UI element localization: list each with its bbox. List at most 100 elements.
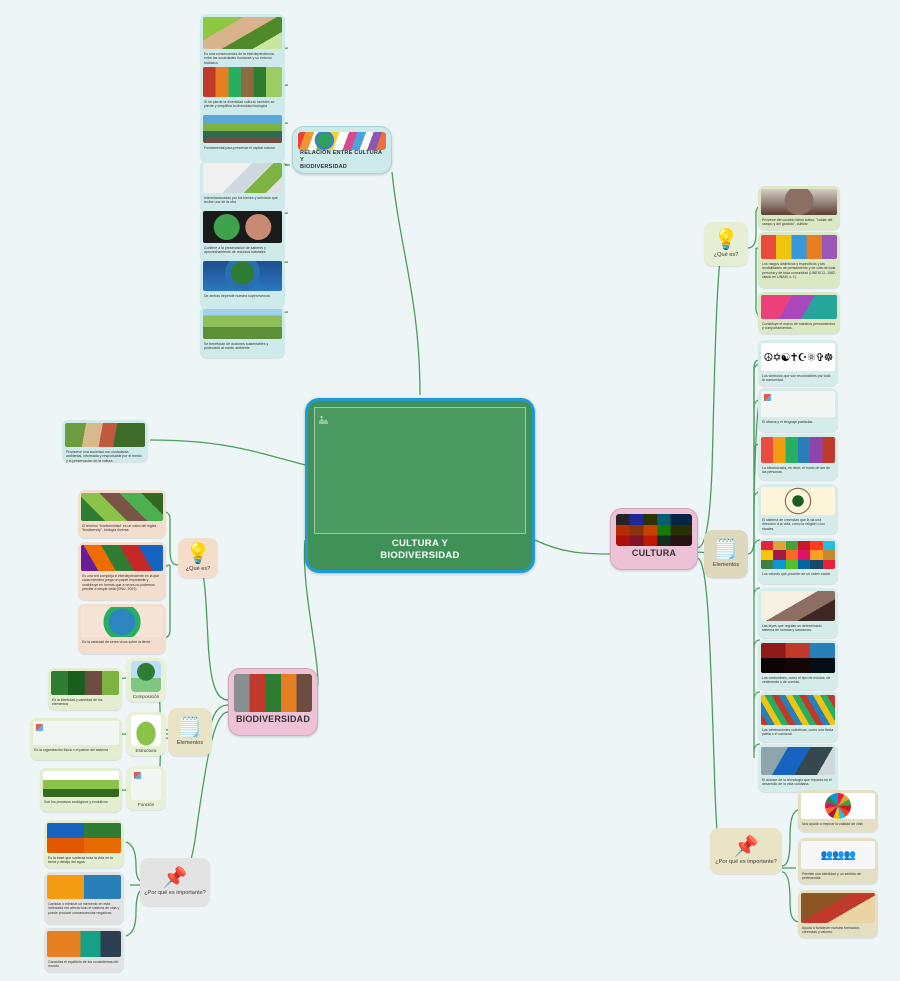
- cul-elementos-card-3[interactable]: La idiosincrasia, es decir, el modo de s…: [758, 434, 838, 480]
- cul-elementos-card-7-text: Las costumbres, como el tipo de música, …: [762, 675, 831, 685]
- cul-elementos-card-4-text: El sistema de creencias que le da una di…: [762, 517, 825, 531]
- bio-elementos-card-1-thumbnail: [51, 671, 119, 695]
- sdg-icons-circle-icon: [801, 793, 875, 819]
- cul-elementos-card-6[interactable]: Las leyes que regulan un determinado sis…: [758, 588, 838, 638]
- branch-cultura-que-es[interactable]: 💡 ¿Qué es?: [704, 222, 748, 266]
- lightbulb-icon: 💡: [185, 543, 211, 565]
- relacion-thumbnail: [298, 132, 386, 150]
- relacion-card-3[interactable]: Fundamental para preservar el capital na…: [200, 112, 285, 162]
- bio-elementos-card-2[interactable]: Es la organización física o el patrón de…: [30, 718, 122, 760]
- ecosystem-icon: [131, 661, 161, 692]
- cul-elementos-card-1[interactable]: ☮✡☯✝☪⚛✞☸ Los símbolos que son reconocibl…: [758, 340, 838, 386]
- bio-importa-card-1-text: Es la base que sustenta toda la vida en …: [48, 855, 113, 865]
- leaf-structure-icon: [131, 715, 161, 746]
- relacion-card-7-text: Se benefician de acciones sustentables y…: [204, 341, 269, 351]
- cultura-thumbnail: [616, 514, 692, 546]
- root-node-cultura-y-biodiversidad[interactable]: CULTURA Y BIODIVERSIDAD: [305, 398, 535, 573]
- root-label: CULTURA Y BIODIVERSIDAD: [380, 538, 460, 561]
- bio-importa-card-3[interactable]: Garantiza el equilibrio de los ecosistem…: [44, 928, 124, 972]
- relacion-left-card[interactable]: Promueve una sociedad con ciudadanía amb…: [62, 420, 148, 463]
- bio-que-es-card-1[interactable]: El término "biodiversidad" es un calco d…: [78, 490, 166, 538]
- cul-que-es-card-3[interactable]: Constituye el marco de nuestros pensamie…: [758, 292, 840, 334]
- cul-elementos-card-7[interactable]: Las costumbres, como el tipo de música, …: [758, 640, 838, 690]
- cul-elementos-card-5[interactable]: Los valores que proveen de un orden soci…: [758, 538, 838, 584]
- bio-tile-funcion[interactable]: Función: [126, 766, 166, 810]
- cul-elementos-card-9[interactable]: El avance de la tecnología que impacta e…: [758, 744, 838, 792]
- branch-biodiversidad-elementos[interactable]: 🗒️ Elementos: [168, 708, 212, 756]
- relacion-card-5[interactable]: Confiere a la preservación de saberes y …: [200, 208, 285, 262]
- bio-importa-card-2-text: Cambiar o eliminar un elemento en esta i…: [48, 901, 120, 915]
- broken-image-icon: [319, 411, 328, 424]
- bio-importa-card-1[interactable]: Es la base que sustenta toda la vida en …: [44, 820, 124, 868]
- cul-elementos-card-8-thumbnail: [761, 695, 835, 725]
- relacion-card-3-thumbnail: [203, 115, 282, 143]
- branch-biodiversidad-elementos-label: Elementos: [176, 740, 204, 746]
- branch-cultura-elementos[interactable]: 🗒️ Elementos: [704, 530, 748, 578]
- topic-biodiversidad-label: BIODIVERSIDAD: [235, 714, 311, 724]
- paper-people-chain-icon: 👥👥👥: [801, 841, 875, 869]
- cul-importa-card-3-text: Ayuda a fortalecer nuestra formación, cr…: [802, 925, 861, 935]
- cul-importa-card-3[interactable]: Ayuda a fortalecer nuestra formación, cr…: [798, 890, 878, 938]
- cul-que-es-card-2[interactable]: Los rasgos distintivos y específicos y l…: [758, 232, 840, 288]
- bio-elementos-card-2-thumbnail: [33, 721, 119, 745]
- root-image-placeholder: [314, 407, 526, 534]
- cul-importa-card-1[interactable]: Nos ayuda a mejorar la calidad de vida: [798, 790, 878, 832]
- relacion-card-2[interactable]: Si se pierde la diversidad cultural, tam…: [200, 64, 285, 118]
- cul-elementos-card-7-thumbnail: [761, 643, 835, 673]
- cul-elementos-card-8-text: Las celebraciones colectivas, como una f…: [762, 727, 834, 737]
- relacion-card-7[interactable]: Se benefician de acciones sustentables y…: [200, 306, 285, 358]
- relacion-card-1[interactable]: Es una consecuencia de la interdependenc…: [200, 14, 285, 70]
- cul-elementos-card-2[interactable]: El idioma y el lenguaje particular.: [758, 388, 838, 432]
- bio-que-es-card-1-thumbnail: [81, 493, 163, 521]
- relacion-left-card-text: Promueve una sociedad con ciudadanía amb…: [66, 449, 142, 463]
- bio-importa-card-3-thumbnail: [47, 931, 121, 957]
- branch-biodiversidad-importancia-label: ¿Por qué es importante?: [144, 890, 206, 896]
- bio-que-es-card-2[interactable]: Es una red compleja e interdependiente e…: [78, 542, 166, 600]
- bio-elementos-card-3[interactable]: Son los procesos ecológicos y evolutivos: [40, 768, 122, 812]
- cul-elementos-card-3-text: La idiosincrasia, es decir, el modo de s…: [762, 465, 831, 475]
- bio-tile-estructura[interactable]: Estructura: [126, 712, 166, 756]
- cul-que-es-card-1-text: Proviene del vocablo latino cultus, "cui…: [762, 217, 833, 227]
- bio-elementos-card-1[interactable]: Es la identidad y variedad de los elemen…: [48, 668, 122, 710]
- cul-importa-card-2[interactable]: 👥👥👥 Permite una identidad y un sentido d…: [798, 838, 878, 884]
- cul-elementos-card-1-text: Los símbolos que son reconocibles por to…: [762, 373, 831, 383]
- bio-tile-composicion-label: Composición: [132, 694, 160, 699]
- relacion-card-4-thumbnail: [203, 163, 282, 193]
- pushpin-icon: 📌: [162, 867, 188, 889]
- relacion-card-4[interactable]: Interrelacionadas por los bienes y servi…: [200, 160, 285, 212]
- relacion-card-5-thumbnail: [203, 211, 282, 243]
- zodiac-wheel-icon: [761, 487, 835, 515]
- cul-importa-card-1-text: Nos ayuda a mejorar la calidad de vida: [802, 821, 863, 826]
- branch-cultura-que-es-label: ¿Qué es?: [713, 252, 739, 258]
- value-icons-grid-icon: [761, 541, 835, 569]
- bio-importa-card-1-thumbnail: [47, 823, 121, 853]
- topic-biodiversidad[interactable]: BIODIVERSIDAD: [228, 668, 318, 736]
- cul-elementos-card-8[interactable]: Las celebraciones colectivas, como una f…: [758, 692, 838, 742]
- note-folder-icon: 🗒️: [177, 717, 203, 739]
- bio-que-es-card-1-text: El término "biodiversidad" es un calco d…: [82, 523, 157, 533]
- branch-cultura-importancia[interactable]: 📌 ¿Por qué es importante?: [710, 828, 782, 874]
- cul-que-es-card-2-thumbnail: [761, 235, 837, 259]
- bio-que-es-card-3-thumbnail: [81, 607, 163, 637]
- relacion-card-3-text: Fundamental para preservar el capital na…: [204, 145, 275, 150]
- relacion-card-7-thumbnail: [203, 309, 282, 339]
- relacion-card-4-text: Interrelacionadas por los bienes y servi…: [204, 195, 278, 205]
- topic-relacion-cultura-biodiversidad[interactable]: RELACIÓN ENTRE CULTURA Y BIODIVERSIDAD: [292, 126, 392, 174]
- bio-elementos-card-3-text: Son los procesos ecológicos y evolutivos: [44, 799, 108, 804]
- cul-que-es-card-1[interactable]: Proviene del vocablo latino cultus, "cui…: [758, 186, 840, 230]
- bio-elementos-card-2-text: Es la organización física o el patrón de…: [34, 747, 108, 752]
- cul-elementos-card-9-text: El avance de la tecnología que impacta e…: [762, 777, 832, 787]
- relacion-card-6[interactable]: De ambas depende nuestra supervivencia: [200, 258, 285, 308]
- branch-biodiversidad-que-es[interactable]: 💡 ¿Qué es?: [178, 538, 218, 578]
- cul-que-es-card-1-thumbnail: [761, 189, 837, 215]
- cul-elementos-card-4[interactable]: El sistema de creencias que le da una di…: [758, 484, 838, 534]
- topic-cultura[interactable]: CULTURA: [610, 508, 698, 570]
- topic-relacion-label: RELACIÓN ENTRE CULTURA Y BIODIVERSIDAD: [300, 150, 383, 170]
- bio-importa-card-2[interactable]: Cambiar o eliminar un elemento en esta i…: [44, 872, 124, 924]
- bio-que-es-card-2-thumbnail: [81, 545, 163, 571]
- bio-que-es-card-2-text: Es una red compleja e interdependiente e…: [82, 573, 160, 592]
- bio-tile-composicion[interactable]: Composición: [126, 658, 166, 702]
- branch-biodiversidad-importancia[interactable]: 📌 ¿Por qué es importante?: [140, 858, 210, 906]
- branch-biodiversidad-que-es-label: ¿Qué es?: [185, 566, 211, 572]
- bio-que-es-card-3[interactable]: Es la variedad de seres vivos sobre la t…: [78, 604, 166, 654]
